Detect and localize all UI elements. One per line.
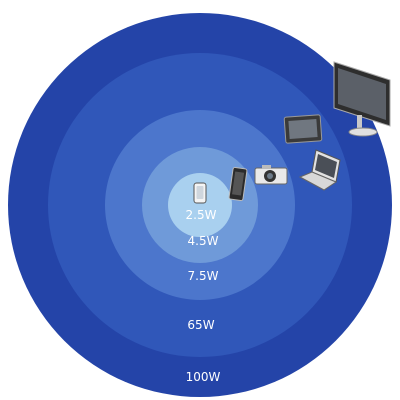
monitor-icon: [333, 61, 391, 137]
ring-label-7-5w: 7.5W: [188, 269, 219, 283]
camera-icon: [254, 165, 288, 185]
wearable-device-icon: [193, 182, 207, 204]
ring-label-4-5w: 4.5W: [188, 234, 219, 248]
ring-2-5w: [168, 173, 232, 237]
smartphone-icon: [228, 166, 248, 202]
ring-label-65w: 65W: [187, 318, 214, 332]
tablet-icon: [283, 114, 323, 144]
ring-label-2-5w: 2.5W: [186, 208, 217, 222]
ring-label-100w: 100W: [186, 370, 221, 384]
laptop-icon: [298, 149, 341, 191]
